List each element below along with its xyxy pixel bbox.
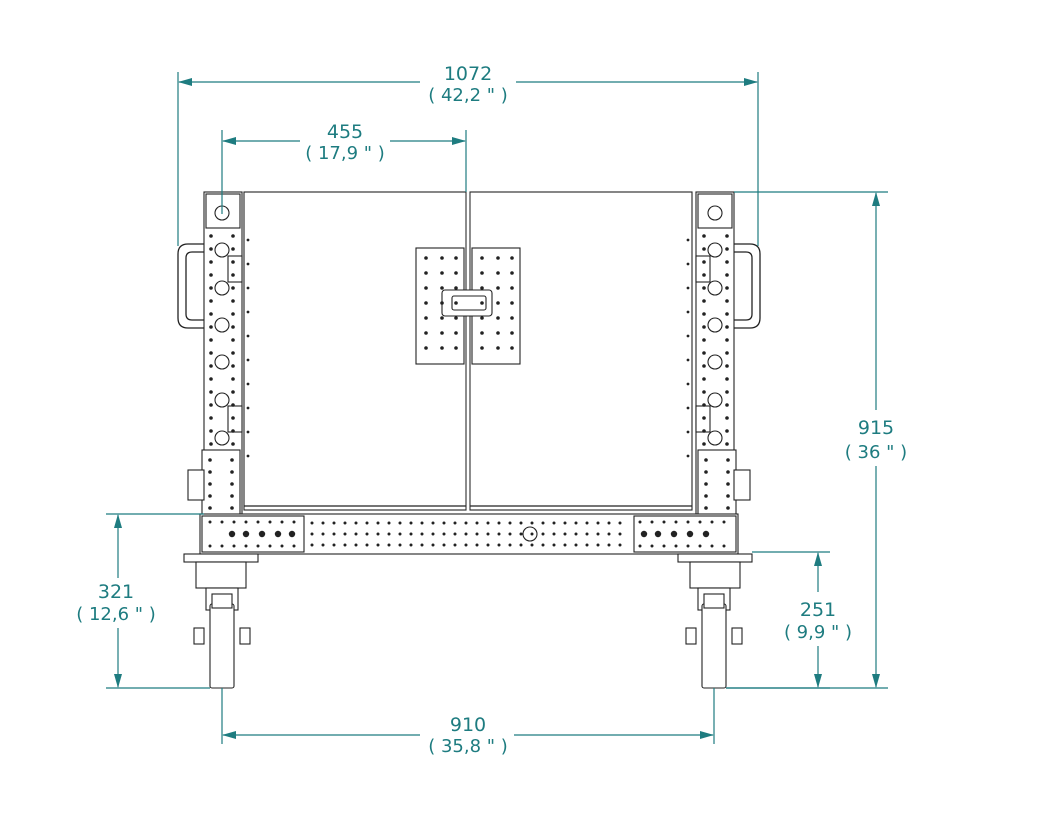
wheel-base-value: 910 xyxy=(450,714,486,736)
caster-height-value: 251 xyxy=(800,599,836,621)
half-width-value: 455 xyxy=(327,121,363,143)
hole-pattern xyxy=(208,234,730,548)
dimension-caster-height: 251 ( 9,9 " ) xyxy=(726,551,852,689)
caster-height-imperial: ( 9,9 " ) xyxy=(784,622,852,643)
left-caster xyxy=(193,561,251,689)
overall-height-imperial: ( 36 " ) xyxy=(845,442,907,463)
dimension-wheel-base: 910 ( 35,8 " ) xyxy=(221,688,715,757)
dimension-deck-height: 321 ( 12,6 " ) xyxy=(76,513,210,689)
half-width-imperial: ( 17,9 " ) xyxy=(305,143,385,164)
cart-body xyxy=(177,191,761,563)
dimension-overall-width: 1072 ( 42,2 " ) xyxy=(177,63,759,246)
right-handle xyxy=(734,243,761,329)
overall-width-imperial: ( 42,2 " ) xyxy=(428,85,508,106)
deck-height-imperial: ( 12,6 " ) xyxy=(76,604,156,625)
right-wheel xyxy=(701,603,727,689)
overall-width-value: 1072 xyxy=(444,63,492,85)
right-caster xyxy=(685,561,743,689)
left-handle xyxy=(177,243,204,329)
deck-height-value: 321 xyxy=(98,581,134,603)
left-wheel xyxy=(209,603,235,689)
overall-height-value: 915 xyxy=(858,417,894,439)
wheel-base-imperial: ( 35,8 " ) xyxy=(428,736,508,757)
dimension-half-width: 455 ( 17,9 " ) xyxy=(221,121,467,214)
